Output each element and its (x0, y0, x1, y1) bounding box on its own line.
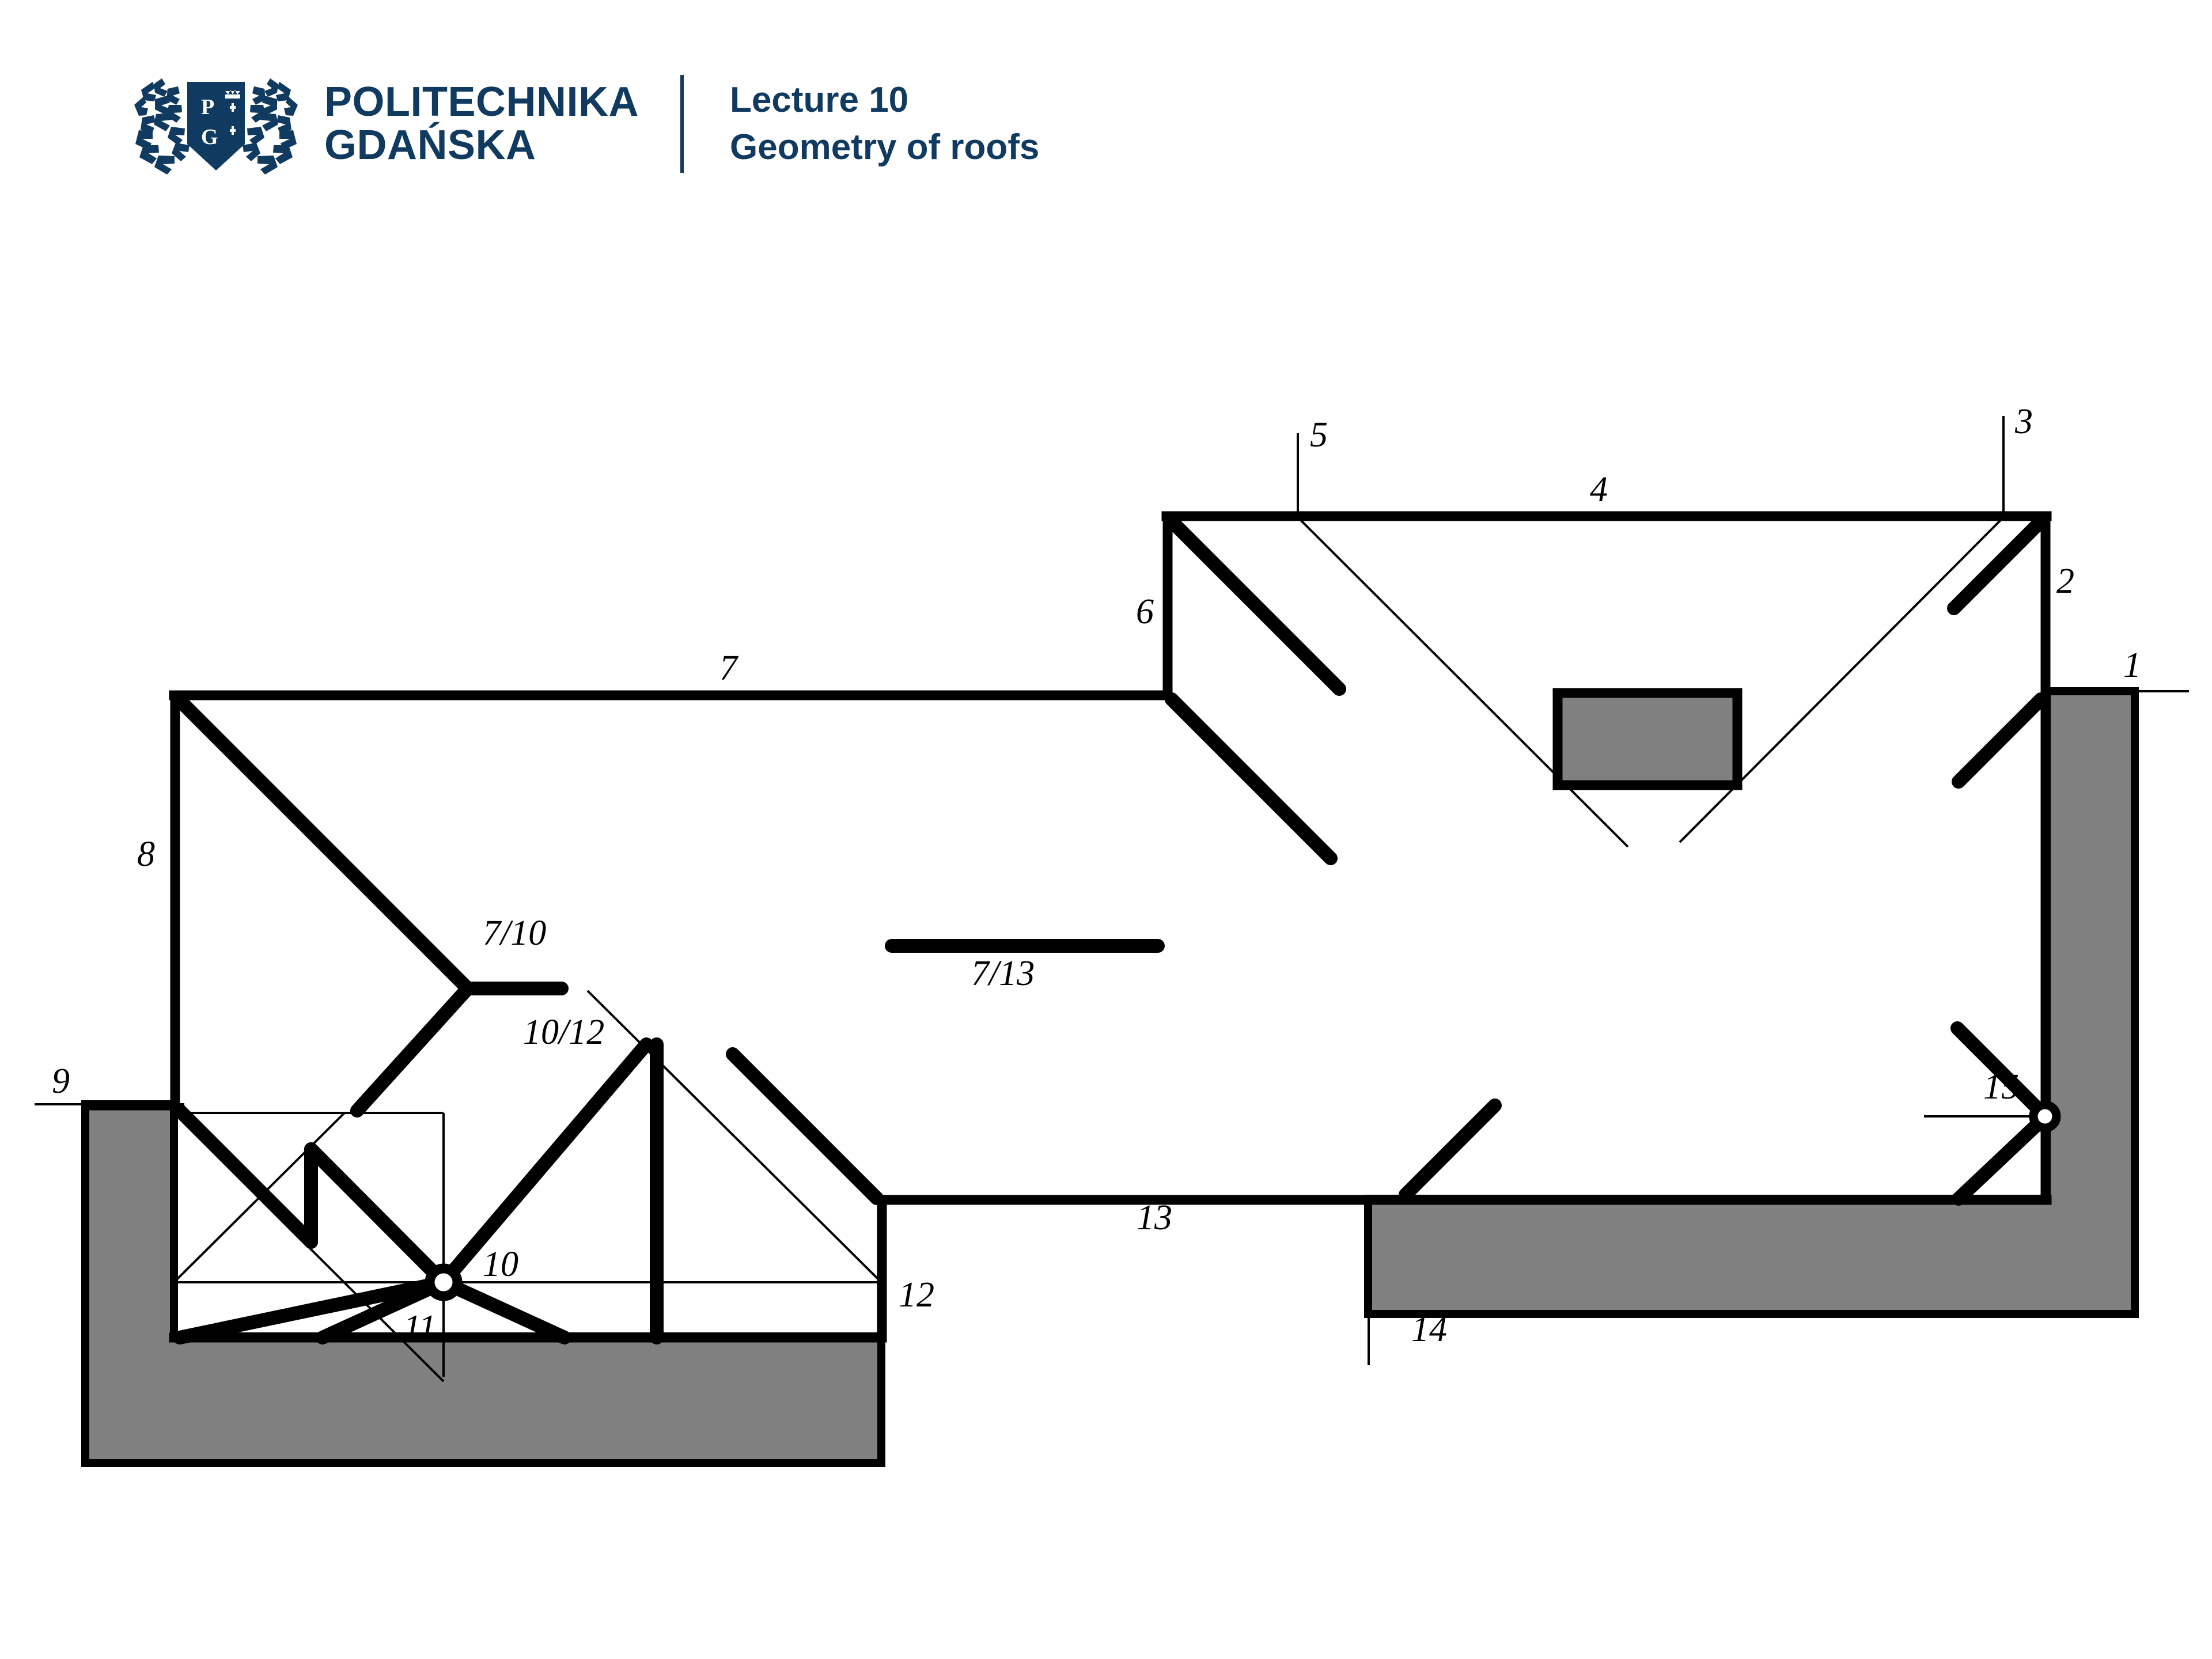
lecture-title: Lecture 10 Geometry of roofs (730, 77, 1039, 171)
roof-label-6: 6 (1136, 592, 1154, 631)
roof-label-12: 12 (899, 1275, 934, 1315)
roof-label-2: 2 (2056, 562, 2074, 601)
hip-dormer-left (173, 1104, 318, 1249)
hip-10-12-up (437, 1037, 653, 1289)
institution-line-2: GDAŃSKA (324, 122, 536, 168)
hip-12-right (726, 1047, 884, 1205)
page-header: P G POLITECHNIKA GDAŃSKA Lecture 10 Geom… (0, 0, 2212, 248)
hip-top-right (1947, 514, 2048, 615)
hip-right-lower (1952, 692, 2048, 789)
roof-label-10: 10 (483, 1245, 518, 1284)
roof-label-10-12: 10/12 (523, 1013, 604, 1052)
roof-lines (173, 514, 2048, 1344)
hip-right-15-lower (1952, 1114, 2048, 1206)
valley-projection-right (1679, 516, 2005, 843)
politechnika-gdanska-crest-icon: P G (134, 78, 298, 175)
header-divider (680, 75, 684, 173)
eave-lines (81, 511, 2052, 1343)
valley-node-ul (173, 1275, 450, 1344)
roof-label-4: 4 (1590, 470, 1608, 509)
roof-label-1: 1 (2123, 646, 2141, 685)
node-15 (2029, 1100, 2061, 1132)
node-10-11 (425, 1263, 463, 1301)
roof-label-9: 9 (52, 1062, 70, 1101)
hip-bottom-inner (1399, 1099, 1502, 1202)
roof-label-3: 3 (2014, 402, 2033, 441)
hip-left-wing-top (173, 694, 475, 995)
roof-label-13: 13 (1137, 1198, 1172, 1237)
crest-letter-g: G (201, 125, 218, 149)
institution-line-1: POLITECHNIKA (324, 79, 639, 126)
hip-top-left (1165, 514, 1346, 696)
roof-label-7: 7 (719, 649, 739, 688)
lecture-subject: Geometry of roofs (730, 127, 1040, 167)
roof-label-14: 14 (1411, 1310, 1447, 1349)
roof-label-7-10: 7/10 (483, 914, 546, 953)
projection-10-12 (586, 990, 882, 1283)
hip-left-lower (1165, 692, 1338, 865)
valley-node-ll (316, 1275, 450, 1344)
valley-node-lr (437, 1275, 571, 1344)
roof-label-7-13: 7/13 (971, 954, 1035, 993)
chimney-rect (1552, 688, 1743, 790)
lecture-number: Lecture 10 (730, 80, 909, 120)
roof-label-15: 15 (1983, 1067, 2019, 1107)
institution-name: POLITECHNIKA GDAŃSKA (324, 81, 639, 167)
roof-label-8: 8 (137, 835, 155, 874)
roof-label-5: 5 (1310, 415, 1328, 454)
hip-dormer-inner (304, 1142, 450, 1289)
hip-right-15-upper (1950, 1021, 2048, 1119)
valley-to-dormer (350, 982, 475, 1118)
valley-projection-left (1297, 516, 1629, 848)
roof-label-11: 11 (403, 1308, 436, 1347)
overhang-band-right (1364, 687, 2139, 1318)
junction-nodes (425, 1100, 2061, 1301)
crest-letter-p: P (201, 95, 214, 119)
